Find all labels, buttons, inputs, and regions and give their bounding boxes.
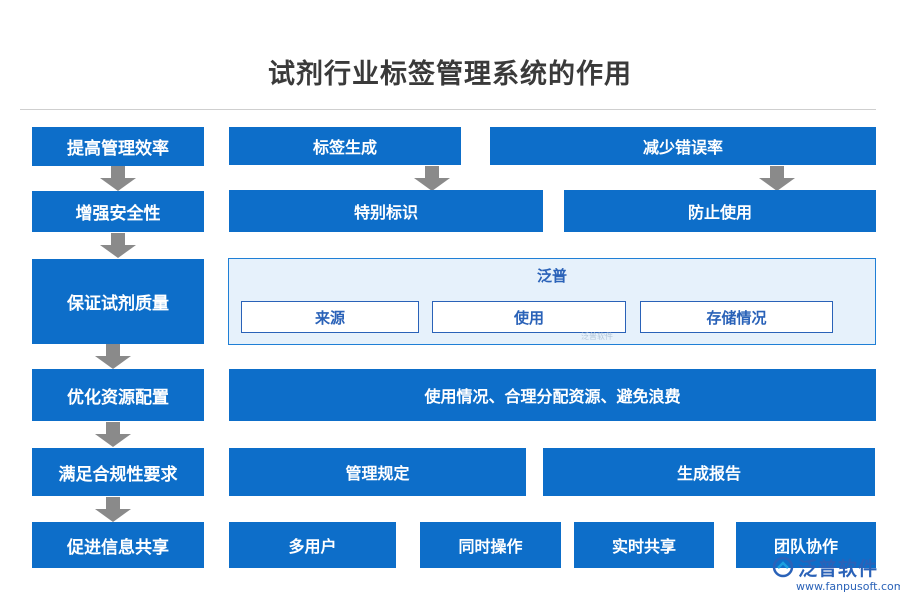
left-item-quality: 保证试剂质量 (32, 259, 204, 344)
left-item-efficiency: 提高管理效率 (32, 127, 204, 166)
chip-usage: 使用 (432, 301, 626, 333)
page-title: 试剂行业标签管理系统的作用 (268, 59, 632, 90)
title-divider (20, 109, 876, 110)
brand-logo-icon (772, 556, 794, 578)
brand-name: 泛普软件 (798, 558, 879, 580)
row1-reduce-errors: 减少错误率 (490, 127, 876, 165)
row1-label-generation: 标签生成 (229, 127, 461, 165)
traceability-panel: 泛普 来源 使用 存储情况 泛普软件 (228, 258, 876, 345)
row6-concurrent-ops: 同时操作 (420, 522, 561, 568)
down-arrow-icon (100, 233, 136, 259)
watermark: 泛普软件 (581, 332, 613, 341)
brand-logo: 泛普软件 www.fanpusoft.com (772, 552, 900, 600)
down-arrow-icon (95, 344, 131, 370)
row5-management-rules: 管理规定 (229, 448, 526, 496)
row2-prevent-use: 防止使用 (564, 190, 876, 232)
left-item-safety: 增强安全性 (32, 191, 204, 232)
row6-teamwork: 团队协作 (736, 522, 876, 568)
down-arrow-icon (414, 166, 450, 192)
row6-multi-user: 多用户 (229, 522, 396, 568)
row5-generate-report: 生成报告 (543, 448, 875, 496)
row6-realtime-share: 实时共享 (574, 522, 714, 568)
row4-resource-usage: 使用情况、合理分配资源、避免浪费 (229, 369, 876, 421)
brand-url: www.fanpusoft.com (796, 580, 900, 593)
chip-source: 来源 (241, 301, 419, 333)
down-arrow-icon (95, 422, 131, 448)
down-arrow-icon (759, 166, 795, 192)
left-item-resources: 优化资源配置 (32, 369, 204, 421)
down-arrow-icon (100, 166, 136, 192)
chip-storage: 存储情况 (640, 301, 833, 333)
left-item-compliance: 满足合规性要求 (32, 448, 204, 496)
row2-special-mark: 特别标识 (229, 190, 543, 232)
down-arrow-icon (95, 497, 131, 523)
panel-title: 泛普 (536, 267, 567, 285)
left-item-sharing: 促进信息共享 (32, 522, 204, 568)
